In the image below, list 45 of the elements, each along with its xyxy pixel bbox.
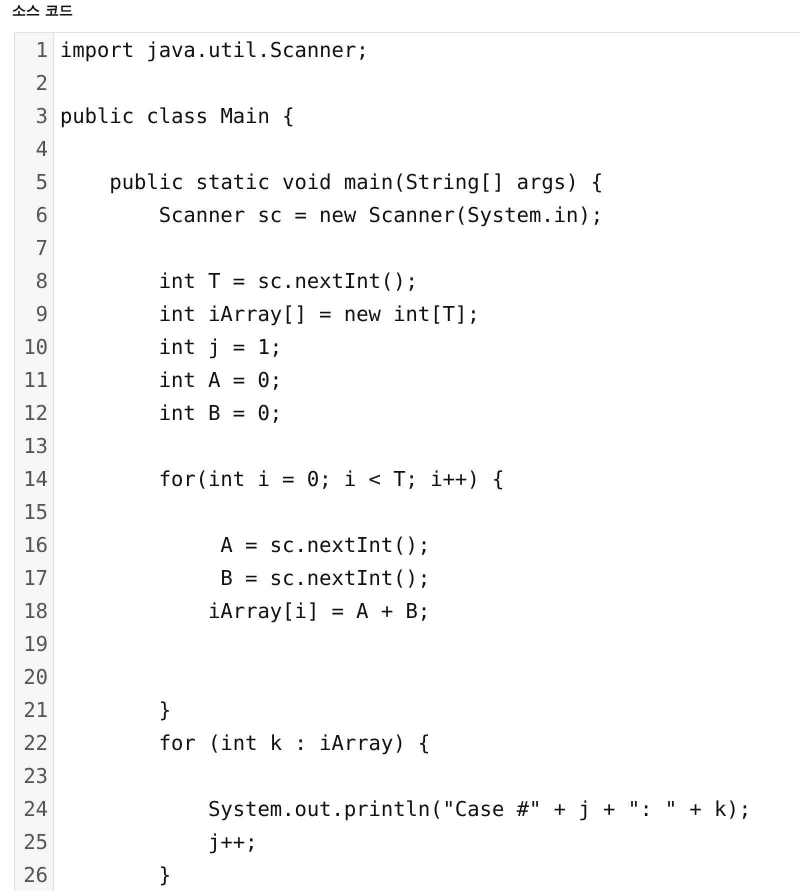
code-line: int j = 1; (158, 335, 282, 359)
code-line: int T = sc.nextInt(); (158, 269, 418, 293)
title: 소스 코드 (12, 2, 73, 20)
code-line: Scanner sc = new Scanner(System.in); (158, 203, 604, 227)
code-line: j++; (208, 830, 258, 854)
code-line: int B = 0; (158, 401, 282, 425)
line-number: 12 (22, 401, 48, 425)
code-line: } (158, 698, 172, 722)
code-line: public class Main { (60, 104, 294, 128)
line-number: 4 (34, 137, 48, 161)
line-number: 2 (34, 71, 48, 95)
code-line: for(int i = 0; i < T; i++) { (158, 467, 504, 491)
code-line: iArray[i] = A + B; (208, 599, 430, 623)
line-number: 10 (22, 335, 48, 359)
line-number: 17 (22, 566, 48, 590)
line-number: 7 (34, 236, 48, 260)
line-number: 14 (22, 467, 48, 491)
code-line: import java.util.Scanner; (60, 38, 369, 62)
code-line: A = sc.nextInt(); (220, 533, 430, 557)
code-line: for (int k : iArray) { (158, 731, 430, 755)
line-number: 5 (34, 170, 48, 194)
line-number: 22 (22, 731, 48, 755)
code-line: } (158, 863, 172, 887)
line-number: 20 (22, 665, 48, 689)
line-number: 25 (22, 830, 48, 854)
line-number: 26 (22, 863, 48, 887)
line-number: 9 (34, 302, 48, 326)
line-number: 19 (22, 632, 48, 656)
code-line: int A = 0; (158, 368, 282, 392)
line-number: 21 (22, 698, 48, 722)
line-number: 3 (34, 104, 48, 128)
code-line: B = sc.nextInt(); (220, 566, 430, 590)
line-number: 18 (22, 599, 48, 623)
line-number: 8 (34, 269, 48, 293)
line-number: 1 (34, 38, 48, 62)
line-number: 24 (22, 797, 48, 821)
line-number: 23 (22, 764, 48, 788)
line-number: 15 (22, 500, 48, 524)
code-line: public static void main(String[] args) { (109, 170, 604, 194)
line-number: 11 (22, 368, 48, 392)
line-number: 6 (34, 203, 48, 227)
line-number: 16 (22, 533, 48, 557)
line-number: 13 (22, 434, 48, 458)
code-line: System.out.println("Case #" + j + ": " + k); (208, 797, 752, 821)
code-line: int iArray[] = new int[T]; (158, 302, 480, 326)
